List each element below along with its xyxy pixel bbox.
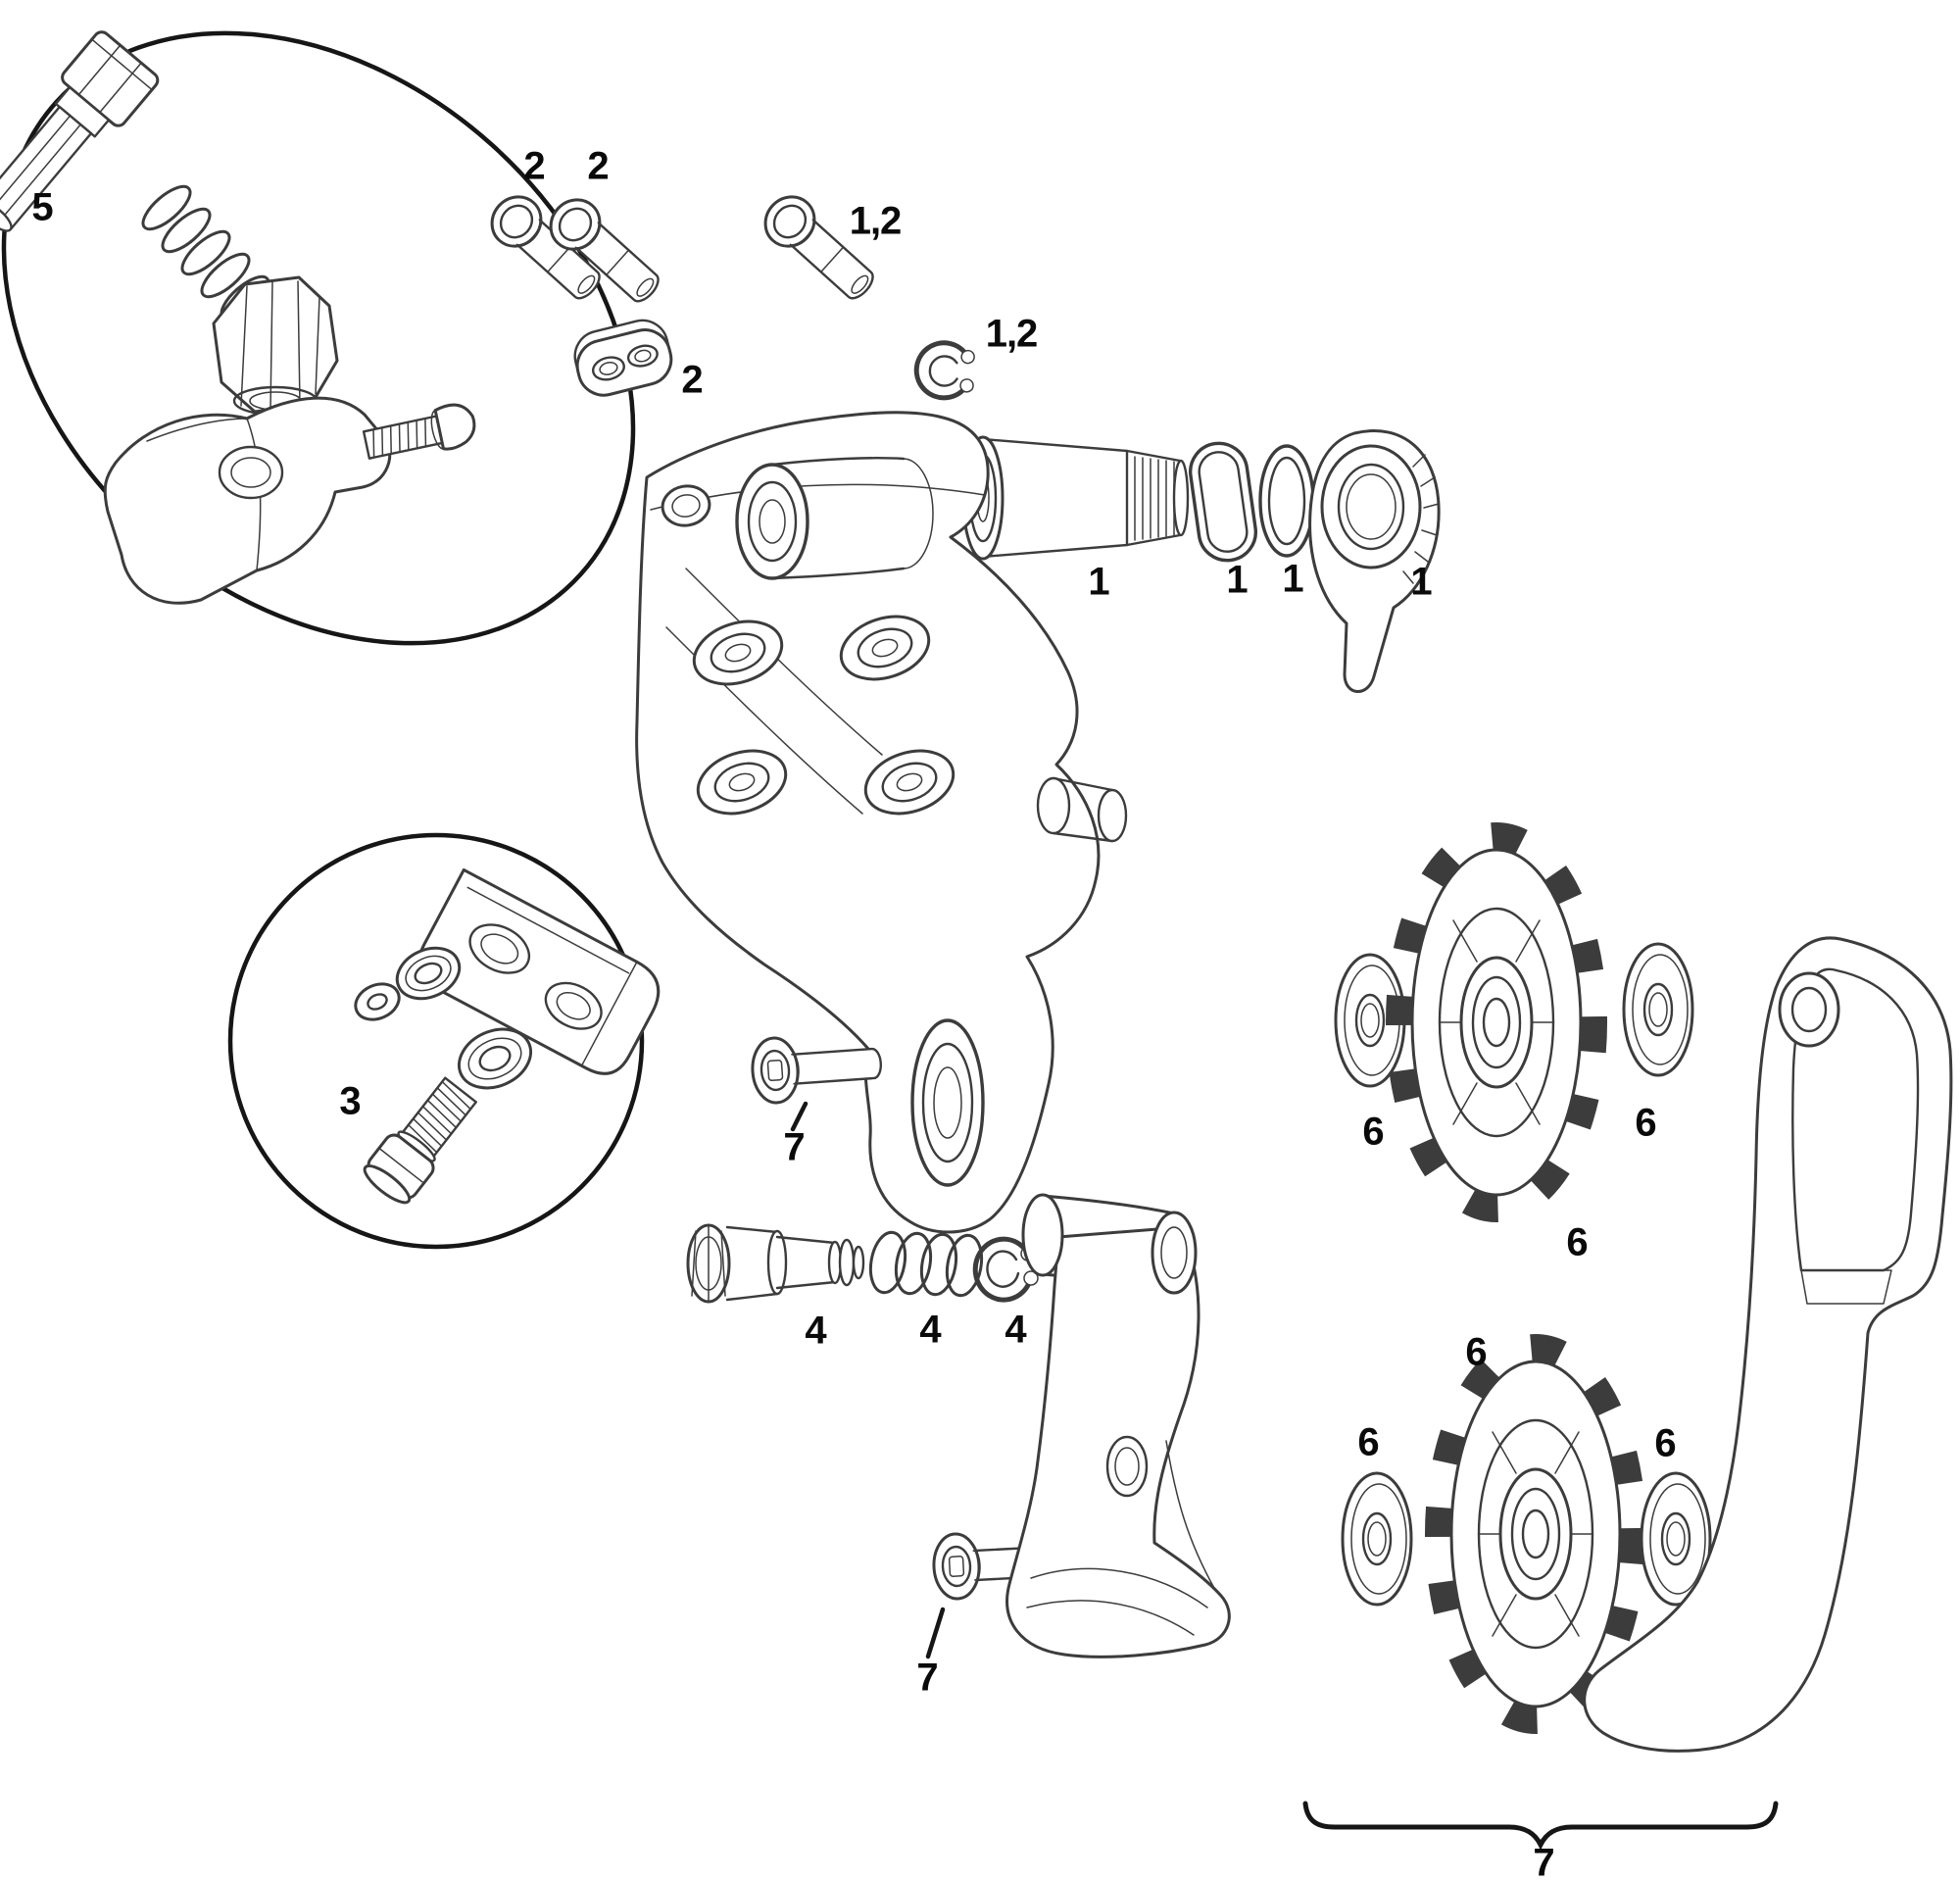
- part-label-7: 7: [916, 1656, 938, 1700]
- upper-pulley-wheel: [1401, 838, 1592, 1207]
- cable-anchor-arm: [103, 396, 392, 605]
- part-label-5: 5: [31, 185, 53, 229]
- part-label-1-2: 1,2: [849, 199, 903, 243]
- hanger-hook: [1308, 429, 1441, 693]
- part-label-6: 6: [1465, 1330, 1487, 1374]
- pulley-washer: [1341, 1471, 1413, 1607]
- part-label-6: 6: [1362, 1110, 1384, 1154]
- adjuster-screw: [0, 30, 160, 232]
- outer-cage-plate: [1583, 936, 1953, 1753]
- pulley-screw-upper: [749, 1029, 885, 1132]
- part-label-3: 3: [339, 1079, 361, 1123]
- part-label-1-2: 1,2: [985, 312, 1039, 356]
- part-label-1: 1: [1088, 560, 1109, 604]
- b-bolt-assembly: [961, 429, 1441, 693]
- bracket-screw: [363, 1076, 477, 1205]
- pulley-screw-lower: [925, 1526, 1066, 1659]
- lower-pulley-wheel: [1441, 1350, 1631, 1718]
- part-label-6: 6: [1654, 1421, 1676, 1465]
- clutch-hardware: [686, 1223, 1039, 1304]
- part-label-6: 6: [1635, 1101, 1656, 1145]
- part-label-2: 2: [587, 144, 609, 188]
- mounting-screws-group: [480, 185, 975, 401]
- pulley-washer: [1622, 942, 1694, 1077]
- cable-anchor-plate: [573, 319, 673, 397]
- cage-pivot-bore: [910, 1018, 985, 1187]
- bracket-washer-small: [354, 982, 401, 1021]
- adjuster-barrel-knob: [212, 275, 339, 417]
- b-bolt: [961, 435, 1190, 561]
- plate-hole: [661, 484, 711, 527]
- adjuster-spring: [141, 184, 270, 322]
- derailleur-body: [635, 411, 1128, 1234]
- cage-group-brace: [1302, 1801, 1779, 1851]
- part-label-6: 6: [1566, 1220, 1588, 1264]
- anchor-bracket-plate: [416, 867, 661, 1075]
- part-label-6: 6: [1357, 1420, 1379, 1464]
- detail-callout-circle-3: [227, 832, 645, 1250]
- retaining-clip: [913, 340, 975, 401]
- part-label-2: 2: [523, 144, 545, 188]
- inner-cage-plate: [1005, 1193, 1231, 1658]
- part-label-1: 1: [1410, 560, 1432, 604]
- clutch-pin: [686, 1223, 865, 1304]
- knuckle-cylinder: [1036, 776, 1128, 843]
- b-oring: [1258, 444, 1315, 558]
- b-washer-oval: [1188, 441, 1258, 563]
- anchor-bracket-assembly: [354, 867, 661, 1205]
- part-label-4: 4: [919, 1308, 941, 1352]
- upper-pulley-group: [1334, 838, 1694, 1207]
- part-label-1: 1: [1282, 557, 1303, 601]
- mount-boss: [735, 457, 934, 580]
- bracket-washer: [395, 946, 462, 1001]
- part-label-4: 4: [805, 1309, 826, 1353]
- leader-line: [790, 1101, 808, 1132]
- clutch-spring: [868, 1230, 984, 1298]
- bracket-washer: [457, 1027, 533, 1090]
- part-label-7: 7: [783, 1125, 805, 1169]
- part-label-4: 4: [1004, 1308, 1026, 1352]
- part-label-7: 7: [1533, 1841, 1554, 1880]
- part-label-2: 2: [681, 358, 703, 402]
- anchor-arm-screw: [362, 403, 476, 460]
- cable-adjuster-assembly: [0, 30, 476, 605]
- leader-line: [925, 1607, 946, 1659]
- part-label-1: 1: [1226, 558, 1248, 602]
